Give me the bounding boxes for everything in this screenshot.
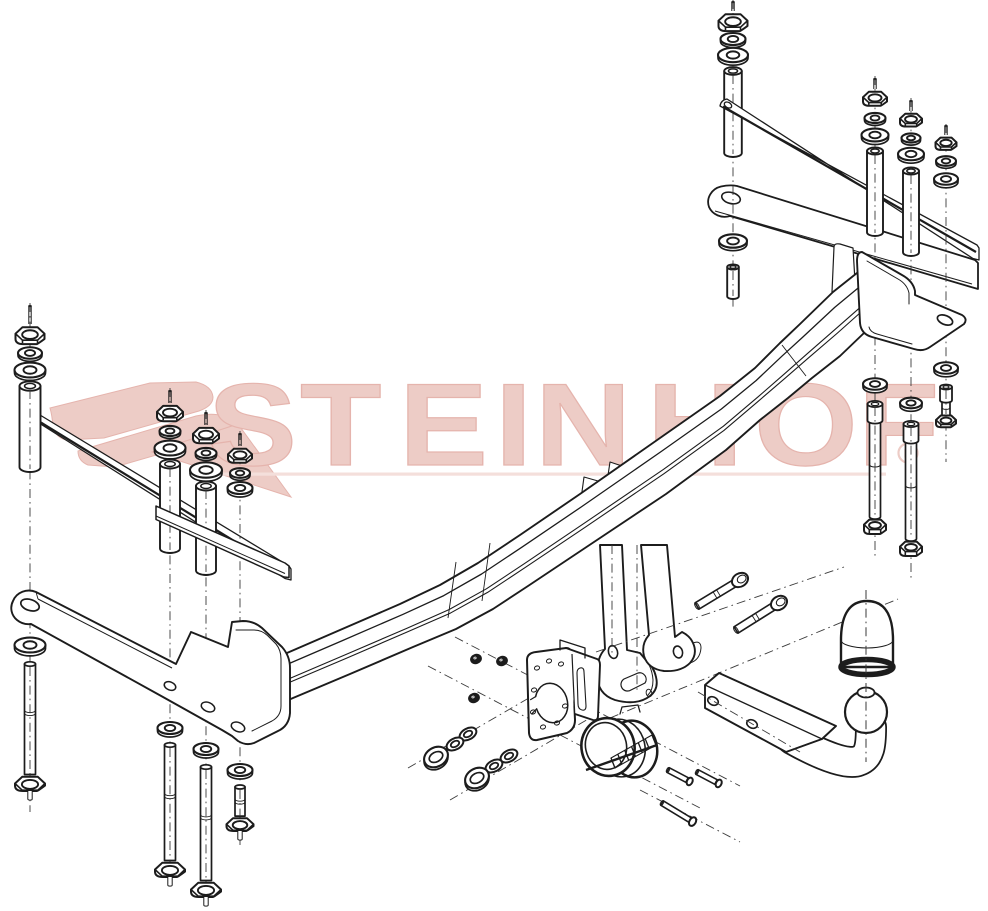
svg-text:STEINHOF: STEINHOF (208, 359, 939, 490)
